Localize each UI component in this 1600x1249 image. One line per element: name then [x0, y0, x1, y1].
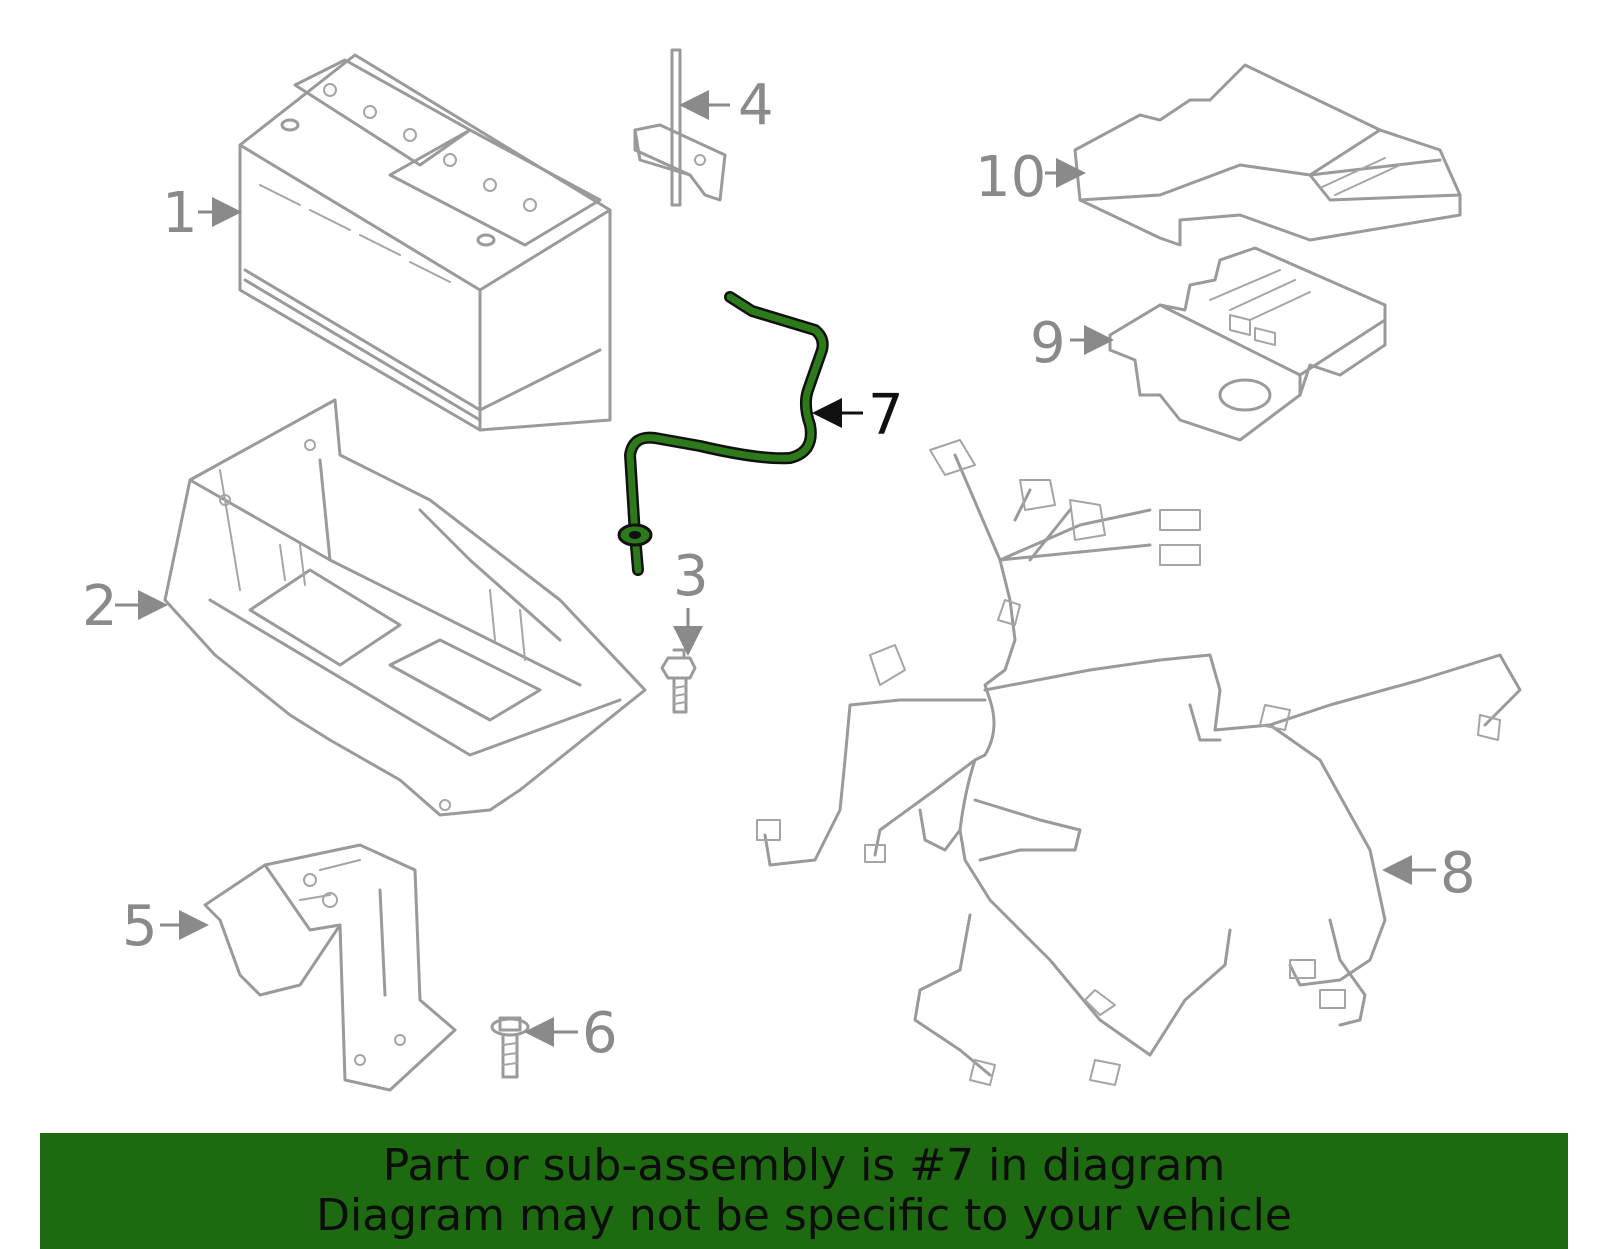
- banner-line-2: Diagram may not be specific to your vehi…: [316, 1190, 1292, 1241]
- callout-4: 4: [738, 73, 774, 138]
- callout-3: 3: [673, 544, 709, 609]
- battery-tray-part[interactable]: [163, 398, 647, 817]
- cover-part-9[interactable]: [1108, 246, 1387, 442]
- cable-part-7[interactable]: [617, 291, 829, 576]
- info-banner: Part or sub-assembly is #7 in diagram Di…: [40, 1133, 1568, 1249]
- banner-line-1: Part or sub-assembly is #7 in diagram: [382, 1140, 1226, 1191]
- callout-8: 8: [1440, 841, 1476, 906]
- callout-5: 5: [122, 894, 158, 959]
- stud-clamp-part-4[interactable]: [633, 48, 727, 207]
- cover-part-10[interactable]: [1073, 63, 1462, 247]
- bolt-part-3[interactable]: [660, 648, 697, 714]
- bracket-part-5[interactable]: [203, 843, 457, 1092]
- callout-arrows: [115, 90, 1436, 1047]
- callout-10: 10: [975, 145, 1046, 210]
- parts-diagram: 1 2 3 4 5 6 7 8 9 10: [82, 48, 1522, 1092]
- callout-6: 6: [582, 1001, 618, 1066]
- battery-part[interactable]: [238, 53, 612, 432]
- bolt-part-6[interactable]: [490, 1016, 530, 1079]
- callout-7: 7: [868, 383, 904, 448]
- callout-9: 9: [1030, 311, 1066, 376]
- callout-2: 2: [82, 574, 118, 639]
- callout-1: 1: [162, 181, 198, 246]
- wiring-harness-part-8[interactable]: [756, 439, 1522, 1086]
